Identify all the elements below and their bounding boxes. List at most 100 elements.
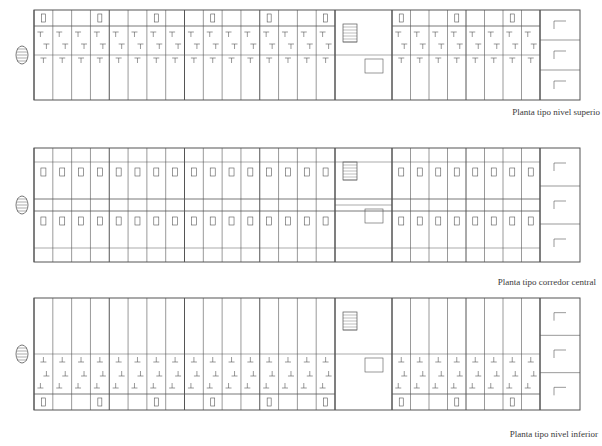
plan-line <box>102 371 103 376</box>
plan-line <box>540 40 580 41</box>
plan-line <box>410 10 411 100</box>
furniture <box>510 398 514 406</box>
furniture <box>98 14 102 22</box>
plan-line <box>554 21 555 29</box>
plan-line <box>121 371 122 376</box>
plan-line <box>62 357 63 362</box>
plan-line <box>343 330 357 331</box>
plan-line <box>99 58 100 63</box>
plan-line <box>515 371 516 376</box>
furniture <box>229 217 234 225</box>
plan-line <box>84 44 85 49</box>
plan-line <box>398 32 399 37</box>
furniture <box>285 217 290 225</box>
plan-line <box>17 208 27 209</box>
plan-line <box>343 168 357 169</box>
plan-line <box>115 32 116 37</box>
furniture <box>324 14 328 22</box>
furniture <box>285 168 290 176</box>
plan-line <box>503 148 504 262</box>
plan-line <box>540 70 580 71</box>
plan-line <box>165 298 166 410</box>
furniture <box>324 398 328 406</box>
plan-line <box>343 33 357 34</box>
plan-line <box>128 298 129 410</box>
plan-line <box>184 148 185 262</box>
furniture <box>267 14 271 22</box>
plan-line <box>146 148 147 262</box>
plan-line <box>435 383 436 388</box>
plan-line <box>416 32 417 37</box>
plan-line <box>172 32 173 37</box>
plan-line <box>65 371 66 376</box>
furniture <box>454 168 459 176</box>
plan-line <box>253 371 254 376</box>
plan-line <box>554 51 566 52</box>
plan-line <box>165 10 166 100</box>
plan-line <box>447 10 448 100</box>
plan-line <box>17 205 27 206</box>
plan-line <box>17 351 27 352</box>
plan-line <box>554 312 566 313</box>
plan-line <box>212 357 213 362</box>
plan-line <box>118 58 119 63</box>
plan-line <box>493 357 494 362</box>
plan-line <box>34 10 35 100</box>
plan-line <box>343 39 357 40</box>
plan-line <box>259 10 260 100</box>
plan-line <box>554 51 555 59</box>
plan-line <box>109 298 110 410</box>
furniture <box>210 217 215 225</box>
plan-line <box>554 201 566 202</box>
plan-line <box>193 58 194 63</box>
plan-line <box>159 371 160 376</box>
plan-line <box>278 148 279 262</box>
furniture <box>473 168 478 176</box>
plan-line <box>343 327 357 328</box>
plan-line <box>17 354 27 355</box>
plan-line <box>65 44 66 49</box>
plan-line <box>343 177 357 178</box>
plan-line <box>554 201 555 209</box>
plan-line <box>17 61 27 62</box>
plan-line <box>137 58 138 63</box>
plan-line <box>215 371 216 376</box>
plan-line <box>34 211 540 212</box>
plan-line <box>478 371 479 376</box>
plan-line <box>240 298 241 410</box>
furniture <box>248 217 253 225</box>
plan-line <box>343 180 357 181</box>
plan-line <box>156 357 157 362</box>
plan-line <box>447 298 448 410</box>
furniture <box>399 14 403 22</box>
plan-line <box>175 357 176 362</box>
orientation-symbol <box>16 46 28 64</box>
plan-line <box>269 357 270 362</box>
furniture <box>154 14 158 22</box>
plan-line <box>554 350 566 351</box>
plan-line <box>540 298 541 410</box>
plan-line <box>554 81 566 82</box>
furniture <box>455 14 459 22</box>
plan-line <box>303 383 304 388</box>
furniture <box>135 217 140 225</box>
plan-line <box>435 32 436 37</box>
plan-line <box>343 165 357 166</box>
plan-line <box>404 44 405 49</box>
plan-line <box>521 298 522 410</box>
plan-line <box>554 21 566 22</box>
plan-line <box>429 10 430 100</box>
furniture <box>323 168 328 176</box>
plan-outline <box>34 298 580 410</box>
furniture <box>211 398 215 406</box>
plan-line <box>17 211 27 212</box>
furniture <box>173 217 178 225</box>
plan-line <box>284 32 285 37</box>
plan-line <box>52 10 53 100</box>
stair <box>343 162 357 180</box>
plan-line <box>343 36 357 37</box>
plan-line <box>306 58 307 63</box>
plan-outline <box>34 148 580 262</box>
plan-line <box>309 371 310 376</box>
plan-line <box>96 32 97 37</box>
